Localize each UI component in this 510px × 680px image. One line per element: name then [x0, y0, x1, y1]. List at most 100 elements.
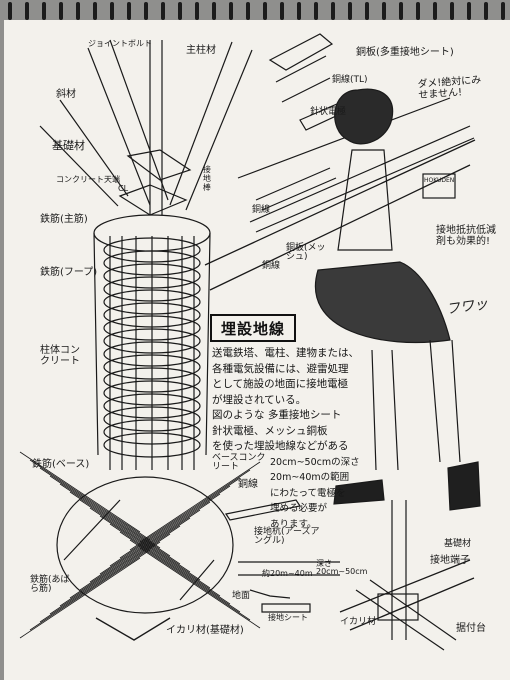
label-anchor-member: イカリ材(基礎材) — [166, 625, 244, 636]
base-rebar — [109, 485, 231, 567]
spiral-ring — [25, 2, 29, 20]
wire-detail — [249, 589, 291, 599]
copper-plate-beam — [204, 139, 476, 291]
note-line: を使った埋設地線などがある — [212, 440, 349, 452]
note-line: 埋める必要が — [270, 503, 328, 514]
grounding-rod — [255, 167, 337, 211]
spiral-ring — [76, 2, 80, 20]
spiral-ring — [93, 2, 97, 20]
spiral-ring — [246, 2, 250, 20]
spiral-ring — [195, 2, 199, 20]
label-copper-wire-base: 銅線 — [238, 479, 258, 490]
base-rebar — [59, 483, 181, 565]
label-copper-plate-mesh: 銅板(メッシュ) — [286, 243, 326, 263]
main-pillar-angle-right — [169, 41, 233, 206]
note-line: 各種電気設備には、避雷処理 — [212, 362, 349, 375]
spiral-ring — [263, 2, 267, 20]
spiral-ring — [501, 2, 505, 20]
note-line: 送電鉄塔、電柱、建物または、 — [212, 347, 359, 359]
label-foundation-member: 基礎材 — [52, 139, 85, 152]
base-rebar — [89, 507, 211, 589]
label-pillar-concrete: 柱体コンクリート — [40, 345, 80, 367]
base-rebar — [69, 517, 191, 599]
label-grounding-terminal: 接地端子 — [430, 555, 470, 566]
base-rebar — [29, 459, 151, 541]
spiral-ring — [229, 2, 233, 20]
base-rebar — [139, 461, 261, 543]
base-rebar — [29, 549, 151, 631]
base-rebar — [119, 531, 241, 613]
center-bolt-column — [149, 40, 163, 215]
spiral-ring — [178, 2, 182, 20]
spiral-ring — [8, 2, 12, 20]
label-ground-surface: 地面 — [232, 591, 251, 601]
skirt — [315, 261, 451, 343]
base-rebar — [59, 525, 181, 607]
mesh-plate-beam — [249, 125, 475, 233]
spiral-ring — [42, 2, 46, 20]
diagonal-member — [39, 99, 129, 207]
label-main-pillar: 主柱材 — [186, 45, 216, 56]
terminal-plate — [377, 593, 419, 621]
label-ground-sheet: 接地シート — [268, 613, 308, 622]
spiral-ring — [161, 2, 165, 20]
label-copper-wire-tl: 銅線(TL) — [332, 75, 368, 85]
base-rebar — [99, 493, 221, 575]
main-pillar-angle-inner — [109, 39, 169, 201]
base-rebar — [109, 523, 231, 605]
main-pillar-angle-right-outer — [185, 49, 253, 211]
anchor-member-line — [95, 617, 171, 641]
main-rebars — [109, 236, 195, 470]
sketch-paper — [4, 20, 510, 680]
base-rebar — [49, 533, 171, 615]
label-grounding-rod: 接地棒 — [202, 165, 212, 192]
spiral-ring — [450, 2, 454, 20]
spiral-ring — [399, 2, 403, 20]
label-copper-plate: 銅板(多重接地シート) — [356, 47, 454, 58]
speech-bubble-text: ダメ!絶対にみせません! — [417, 74, 482, 101]
note-line: にわたって電極を — [270, 487, 346, 499]
main-pillar-angle-left — [87, 47, 151, 206]
spiral-ring — [212, 2, 216, 20]
label-base-concrete: ベースコンクリート — [212, 453, 266, 473]
base-rebar — [49, 475, 171, 557]
spiral-ring — [297, 2, 301, 20]
base-rebar — [79, 509, 201, 591]
label-cl: CL — [118, 184, 129, 193]
spiral-ring — [144, 2, 148, 20]
base-rebar — [69, 491, 191, 573]
legs — [371, 339, 461, 471]
note-line: 20m~40mの範囲 — [270, 472, 350, 483]
spiral-binding — [8, 2, 505, 20]
label-copper-wire-lower: 銅線 — [262, 261, 281, 271]
label-foundation-small: 基礎材 — [444, 539, 472, 549]
label-rebar-base: 鉄筋(ベース) — [32, 459, 90, 470]
spiral-ring — [314, 2, 318, 20]
base-rebar — [19, 557, 141, 639]
grounding-pile — [225, 499, 301, 521]
label-width: 約20m~40m — [262, 569, 313, 578]
blouse — [337, 149, 393, 251]
spiral-ring — [348, 2, 352, 20]
grounding-sheet-detail — [261, 603, 311, 613]
base-rebar — [39, 541, 161, 623]
note-line: 図のような 多重接地シート — [212, 409, 342, 421]
base-rebar — [89, 501, 211, 583]
label-copper-wire-upper: 銅線 — [252, 205, 271, 215]
base-rebar — [19, 451, 141, 533]
hair — [334, 88, 394, 145]
spiral-ring — [467, 2, 471, 20]
base-diagonal — [63, 499, 215, 601]
note-line: あります。 — [270, 518, 317, 530]
base-slab-outline — [56, 476, 234, 614]
anchor-beam — [339, 559, 475, 631]
ground-line — [238, 561, 340, 576]
spiral-ring — [127, 2, 131, 20]
page-title: 埋設地線 — [210, 314, 296, 342]
spiral-ring — [382, 2, 386, 20]
spiral-ring — [484, 2, 488, 20]
label-rebar-main: 鉄筋(主筋) — [40, 214, 88, 225]
mounting-pillar — [391, 500, 407, 640]
base-rebar — [99, 515, 221, 597]
